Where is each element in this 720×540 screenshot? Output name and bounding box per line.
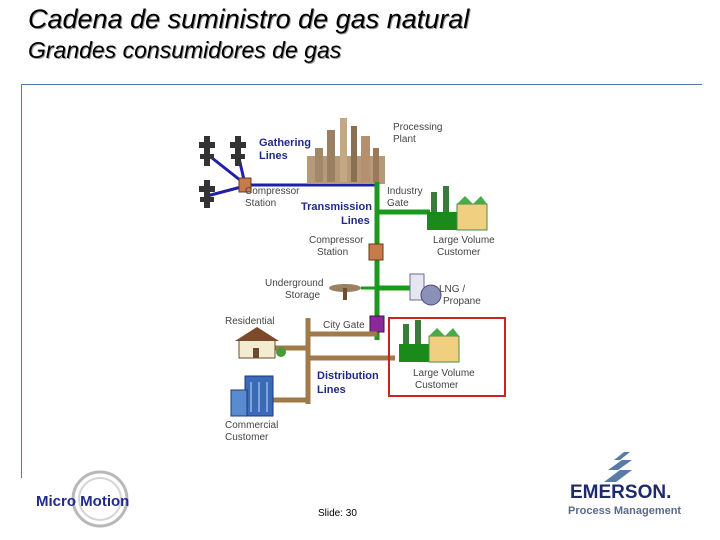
label-city-gate: City Gate	[323, 320, 365, 331]
left-rule	[21, 84, 22, 478]
label-lng-propane: LNG /Propane	[439, 284, 481, 307]
svg-text:Process Management: Process Management	[568, 505, 681, 517]
house-icon	[235, 327, 286, 359]
emerson-emblem-icon	[604, 452, 632, 482]
office-building-icon	[230, 375, 274, 417]
slide-subtitle: Grandes consumidores de gas	[28, 37, 342, 63]
emerson-logo: EMERSON. Process Management	[568, 452, 681, 517]
highlight-box	[388, 317, 506, 397]
factory-icon	[427, 186, 488, 231]
slide-number: Slide: 30	[318, 508, 357, 519]
underground-storage-icon	[329, 284, 377, 300]
compressor-station-icon	[238, 177, 252, 193]
label-residential: Residential	[225, 316, 274, 327]
factory-icon	[399, 320, 460, 363]
svg-text:Micro Motion: Micro Motion	[36, 493, 129, 510]
header-rule	[22, 84, 702, 85]
processing-plant-icon	[307, 118, 385, 184]
city-gate-icon	[369, 315, 385, 333]
svg-text:EMERSON.: EMERSON.	[570, 482, 671, 503]
lng-tank-icon	[409, 273, 442, 306]
slide-title: Cadena de suministro de gas natural	[28, 4, 470, 34]
micro-motion-logo: Micro Motion	[36, 470, 129, 528]
compressor-station-icon	[368, 243, 384, 261]
wellhead-icon	[199, 136, 246, 208]
